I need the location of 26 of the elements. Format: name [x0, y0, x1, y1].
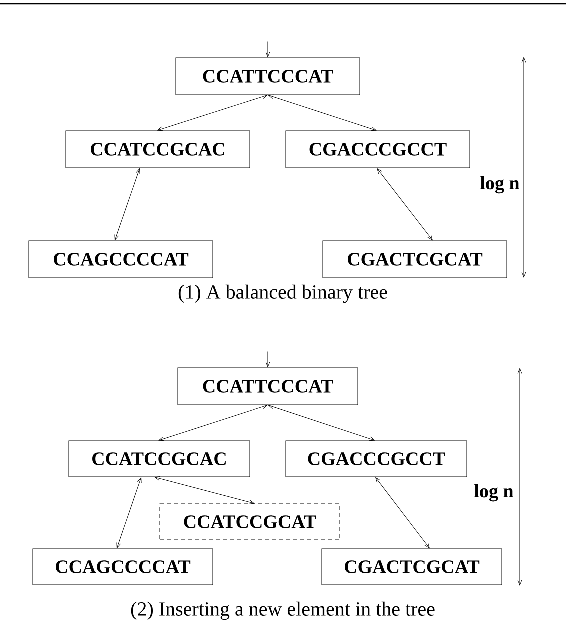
sequence-box: CGACTCGCAT — [322, 548, 502, 586]
sequence-box: CCATCCGCAC — [68, 440, 250, 478]
dashed-box: CCATCCGCAT — [160, 504, 340, 540]
arrow — [154, 476, 255, 504]
arrow — [157, 94, 268, 132]
arrow — [158, 404, 268, 442]
sequence-box: CGACTCGCAT — [322, 240, 508, 278]
caption: (2) Inserting a new element in the tree — [131, 602, 435, 620]
arrow — [268, 404, 376, 442]
sequence-box: CGACCCGCCT — [286, 130, 470, 168]
arrow — [268, 94, 377, 132]
sequence-box: CCATTCCCAT — [176, 58, 360, 96]
sequence-box: CCATCCGCAC — [66, 130, 250, 168]
arrow — [376, 478, 430, 548]
arrow — [377, 168, 433, 240]
arrow — [116, 478, 142, 548]
arrow — [114, 168, 140, 240]
dim-label: log n — [480, 176, 520, 194]
sequence-box: CCATTCCCAT — [178, 368, 358, 406]
sequence-box: CCAGCCCCAT — [32, 548, 214, 586]
sequence-box: CCAGCCCCAT — [28, 240, 214, 278]
caption: (1) A balanced binary tree — [178, 284, 388, 304]
arrow — [266, 42, 270, 58]
sequence-box: CGACCCGCCT — [286, 440, 468, 478]
arrow — [266, 352, 270, 368]
dim-label: log n — [474, 484, 514, 502]
